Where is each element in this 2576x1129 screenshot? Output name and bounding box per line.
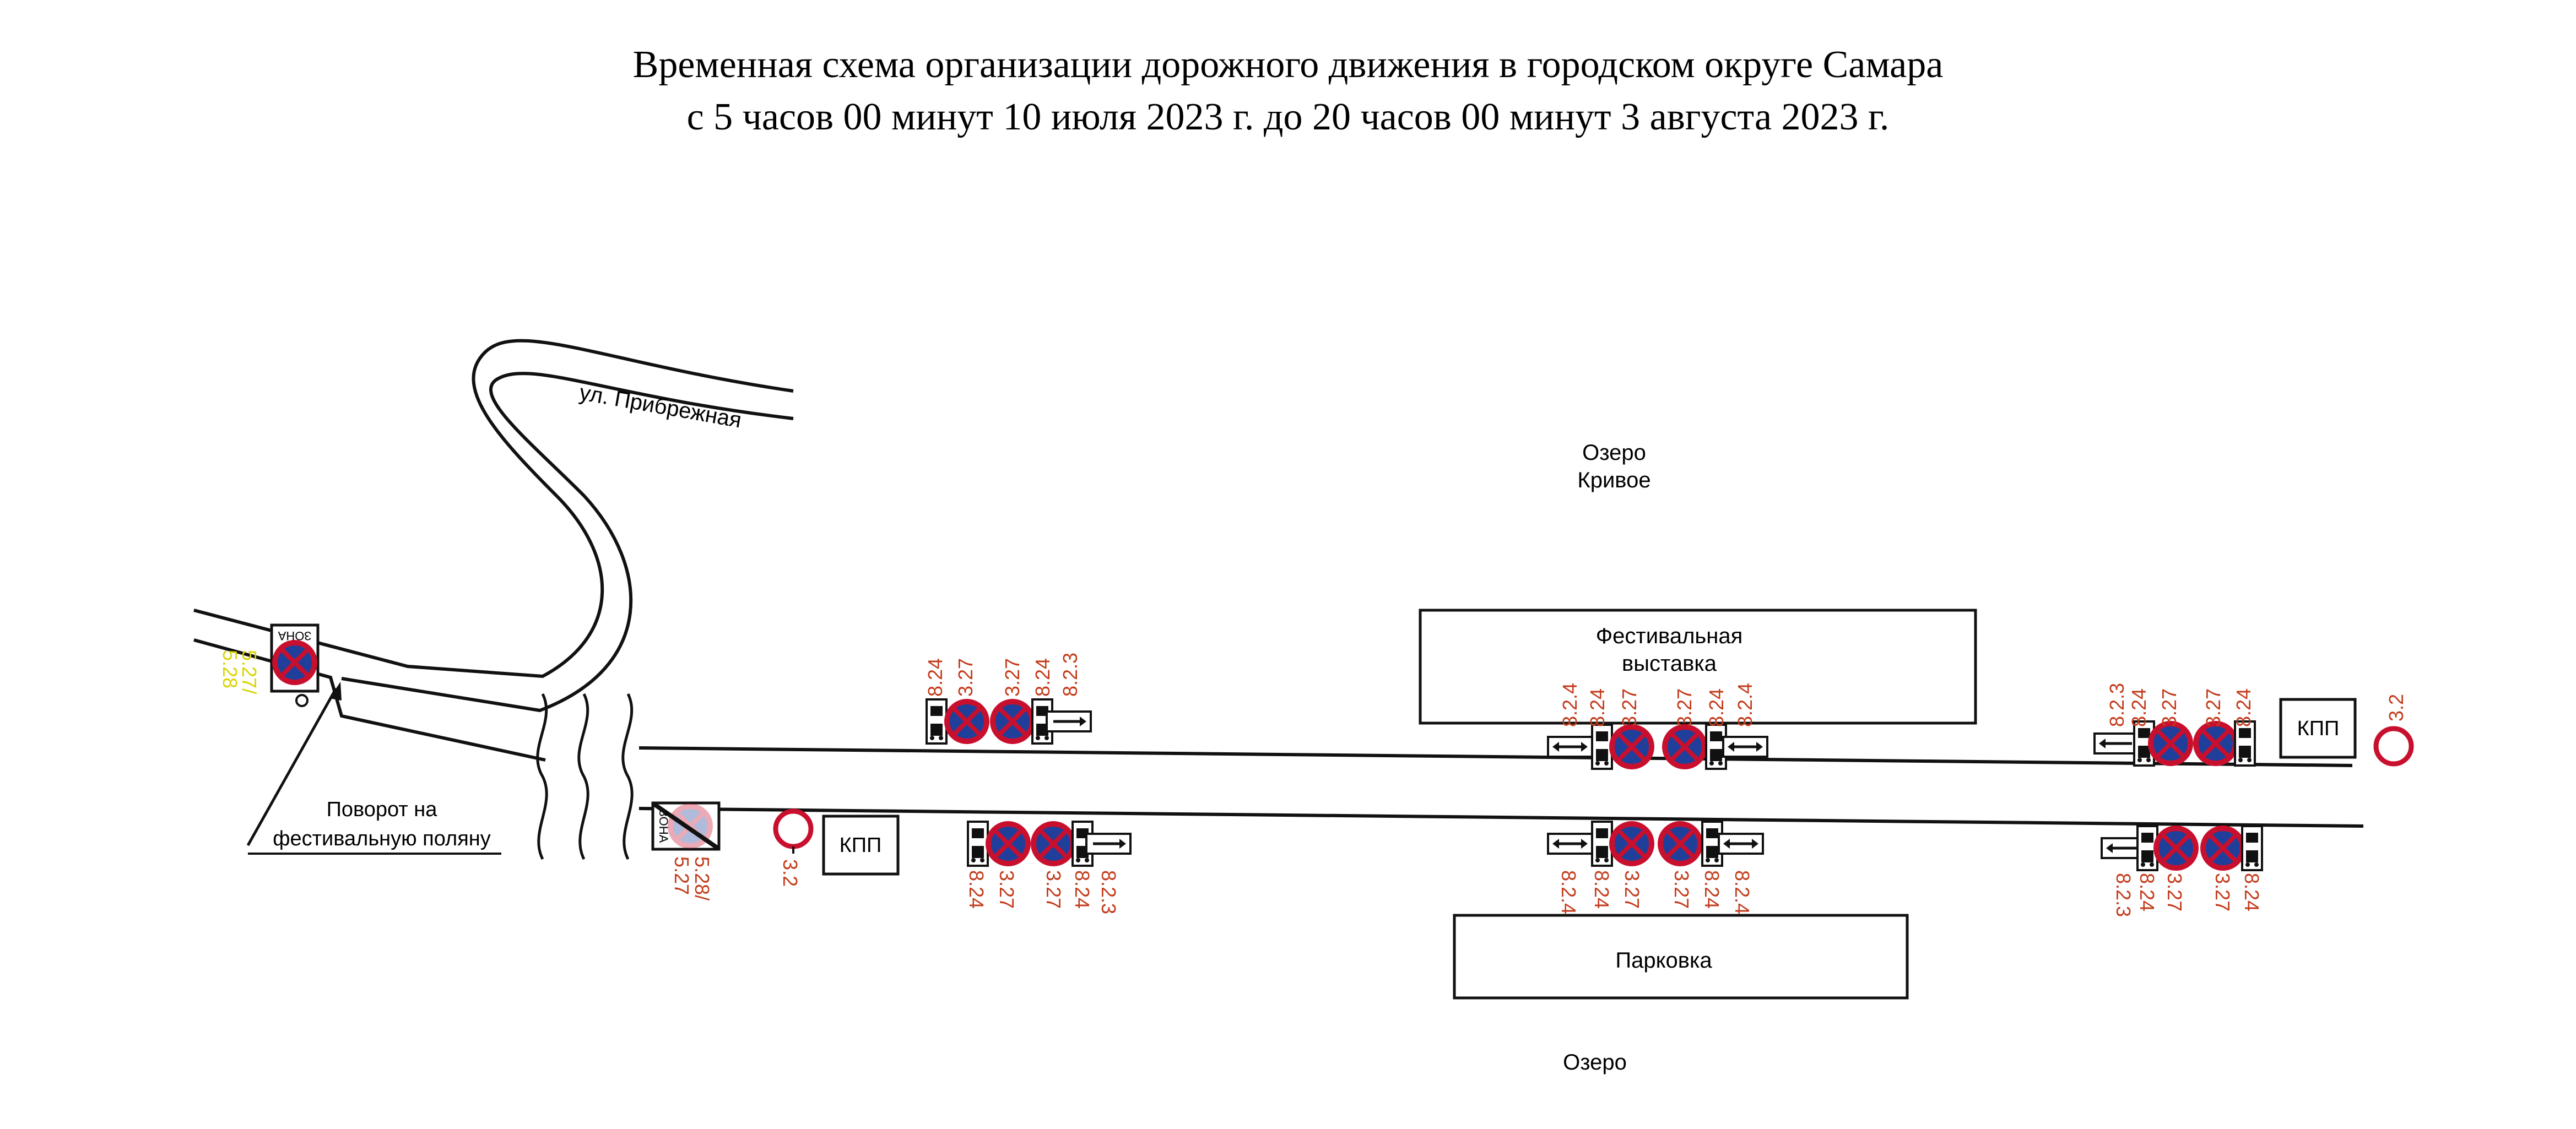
no-entry-sign-right — [2376, 729, 2411, 764]
code-rt-3: 3.27 — [2158, 688, 2180, 727]
festival-exhibition — [1419, 609, 1977, 725]
code-lb-1: 8.24 — [965, 870, 988, 909]
turn-pointer — [246, 687, 338, 846]
code-cb-6: 8.2.4 — [1731, 870, 1754, 914]
code-rt-2: 8.24 — [2128, 688, 2150, 727]
code-ct-2: 8.24 — [1586, 688, 1609, 727]
code-rb-3: 3.27 — [2163, 873, 2186, 911]
main-road — [638, 746, 2364, 828]
zone-end-sign: ЗОНА — [651, 801, 721, 851]
checkpoint-left-label: КПП — [840, 834, 882, 857]
end-zone-sign-text: ЗОНА — [657, 810, 670, 843]
code-rb-1: 8.2.3 — [2112, 873, 2135, 917]
parking-area — [1453, 914, 1909, 1000]
turn-label-2: фестивальную поляну — [273, 827, 491, 850]
sign-group-center-top — [1548, 724, 1767, 770]
code-cb-5: 8.24 — [1701, 870, 1723, 909]
checkpoint-left — [822, 815, 900, 876]
water-crossing — [536, 693, 634, 860]
lake-top-label-2: Кривое — [1577, 468, 1650, 492]
code-rb-5: 8.24 — [2241, 873, 2263, 911]
code-lt-3: 3.27 — [1001, 658, 1024, 697]
turn-label-1: Поворот на — [327, 798, 438, 821]
code-ct-5: 8.24 — [1705, 688, 1728, 727]
zone-start-sign: ЗОНА — [270, 623, 320, 693]
checkpoint-right-label: КПП — [2297, 717, 2340, 740]
title-line-1: Временная схема организации дорожного дв… — [633, 44, 1944, 86]
code-rb-4: 3.27 — [2211, 873, 2234, 911]
code-cb-4: 3.27 — [1670, 870, 1693, 909]
code-cb-2: 8.24 — [1590, 870, 1613, 909]
code-lb-2: 3.27 — [995, 870, 1018, 909]
checkpoint-right — [2279, 698, 2357, 759]
zone-start-code-2: 5.28 — [219, 650, 241, 688]
street-label: ул. Прибрежная — [577, 381, 743, 433]
code-lb-5: 8.2.3 — [1097, 870, 1120, 914]
code-lt-4: 8.24 — [1031, 658, 1054, 697]
code-rt-5: 8.24 — [2232, 688, 2255, 727]
code-ct-4: 3.27 — [1673, 688, 1696, 727]
no-entry-sign-left — [776, 811, 811, 846]
exhibition-label-2: выставка — [1622, 652, 1717, 676]
code-lt-2: 3.27 — [954, 658, 977, 697]
code-ct-1: 8.2.4 — [1558, 683, 1581, 727]
code-lb-4: 8.24 — [1071, 870, 1094, 909]
no-entry-code-left: 3.2 — [779, 859, 802, 887]
code-lb-3: 3.27 — [1042, 870, 1065, 909]
sign-group-left-top — [926, 698, 1091, 745]
zone-end-code-1: 5.28/ — [691, 856, 713, 900]
sign-group-right-bottom — [2102, 825, 2263, 871]
sign-group-center-bottom — [1548, 821, 1763, 867]
zone-start-code-1: 5.27/ — [238, 650, 261, 694]
sign-group-right-top — [2095, 720, 2256, 767]
exhibition-label-1: Фестивальная — [1596, 624, 1743, 648]
code-lt-1: 8.24 — [924, 658, 946, 697]
lake-bottom-label: Озеро — [1563, 1050, 1627, 1074]
parking-label: Парковка — [1615, 948, 1712, 973]
code-lt-5: 8.2.3 — [1059, 653, 1081, 697]
code-rb-2: 8.24 — [2136, 873, 2158, 911]
code-rt-1: 8.2.3 — [2106, 683, 2128, 727]
code-cb-3: 3.27 — [1621, 870, 1643, 909]
code-cb-1: 8.2.4 — [1557, 870, 1580, 914]
no-entry-code-right: 3.2 — [2385, 694, 2407, 721]
code-ct-3: 3.27 — [1618, 688, 1641, 727]
code-rt-4: 3.27 — [2202, 688, 2225, 727]
sign-group-left-bottom — [967, 821, 1130, 867]
zone-end-code-2: 5.27 — [670, 856, 693, 895]
zone-sign-text: ЗОНА — [278, 629, 311, 643]
code-ct-6: 8.2.4 — [1734, 683, 1756, 727]
lake-top-label-1: Озеро — [1582, 441, 1646, 465]
title-line-2: с 5 часов 00 минут 10 июля 2023 г. до 20… — [687, 96, 1890, 138]
